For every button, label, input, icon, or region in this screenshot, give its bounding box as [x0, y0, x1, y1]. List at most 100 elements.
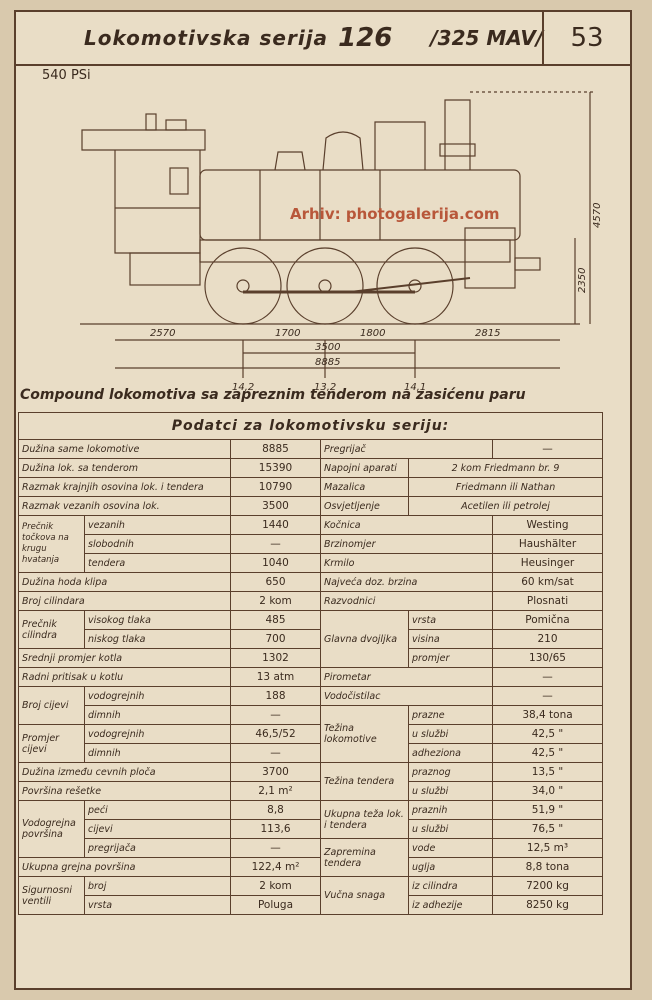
value-cyl-low: 700: [230, 629, 321, 649]
value-cyl-high: 485: [230, 610, 321, 630]
value-total-service: 76,5 ": [492, 819, 603, 839]
value-lighting: Acetilen ili petrolej: [408, 496, 603, 516]
watermark: Arhiv: photogalerija.com: [290, 205, 500, 223]
value-max-speed: 60 km/sat: [492, 572, 603, 592]
locomotive-drawing: 2570 1700 1800 2815 3500 8885 14,2 13,2 …: [80, 91, 603, 393]
label-valve-gear: Krmilo: [320, 553, 493, 573]
value-grate-area: 2,1 m²: [230, 781, 321, 801]
series-number: 126: [338, 23, 393, 53]
label-weight-adhesion: adhezionа: [408, 743, 493, 763]
label-diam-smoke: dimnih: [84, 743, 231, 763]
value-diam-smoke: —: [230, 743, 321, 763]
label-lighting: Osvjetljenje: [320, 496, 409, 516]
value-valve-gear: Heusinger: [492, 553, 603, 573]
label-axle-distance-coupled: Razmak vezanih osovina lok.: [18, 496, 231, 516]
label-max-speed: Najveća doz. brzina: [320, 572, 493, 592]
value-speedometer: Haushälter: [492, 534, 603, 554]
dim-segment-1: 2570: [150, 328, 175, 339]
value-cylinder-count: 2 kom: [230, 591, 321, 611]
label-boiler-pressure: Radni pritisak u kotlu: [18, 667, 231, 687]
value-force-adhesion: 8250 kg: [492, 895, 603, 915]
value-tender-service: 34,0 ": [492, 781, 603, 801]
table-caption: Podatci za lokomotivsku seriju:: [18, 412, 603, 440]
label-total-service: u službi: [408, 819, 493, 839]
label-total-weight: Ukupna teža lok. i tendera: [320, 800, 409, 839]
label-force-cylinder: iz cilindra: [408, 876, 493, 896]
value-dome-diameter: 130/65: [492, 648, 603, 668]
label-tender-capacity: Zapremina tendera: [320, 838, 409, 877]
value-piston-stroke: 650: [230, 572, 321, 592]
value-total-empty: 51,9 ": [492, 800, 603, 820]
label-superheater: Pregrijač: [320, 439, 493, 459]
value-valve-type: Poluga: [230, 895, 321, 915]
label-wheel-coupled: vezanih: [84, 515, 231, 535]
label-cyl-low: niskog tlaka: [84, 629, 231, 649]
label-dome-type: vrsta: [408, 610, 493, 630]
value-lubricator: Friedmann ili Nathan: [408, 477, 603, 497]
value-tube-plate-length: 3700: [230, 762, 321, 782]
label-dome-diameter: promjer: [408, 648, 493, 668]
header: Lokomotivska serija 126 /325 MAV/ 53: [16, 12, 630, 66]
label-wheel-free: slobodnih: [84, 534, 231, 554]
label-valve-type: vrsta: [84, 895, 231, 915]
value-wheel-free: —: [230, 534, 321, 554]
label-cylinder-count: Broj cilindara: [18, 591, 231, 611]
label-speedometer: Brzinomjer: [320, 534, 493, 554]
value-superheater: —: [492, 439, 603, 459]
label-main-dome: Glavna dvojljka: [320, 610, 409, 668]
value-dome-type: Pomična: [492, 610, 603, 630]
label-weight-tender: Težina tendera: [320, 762, 409, 801]
label-tubes-smoke: dimnih: [84, 705, 231, 725]
label-capacity-water: vode: [408, 838, 493, 858]
label-distributors: Razvodnici: [320, 591, 493, 611]
dim-wheelbase: 3500: [315, 342, 340, 353]
label-tender-empty: praznog: [408, 762, 493, 782]
label-feed-devices: Napojni aparati: [320, 458, 409, 478]
dim-total-length: 8885: [315, 357, 340, 368]
power-label: 540 PSi: [42, 68, 91, 83]
value-water-purifier: —: [492, 686, 603, 706]
label-total-heating: Ukupna grejna površina: [18, 857, 231, 877]
value-feed-devices: 2 kom Friedmann br. 9: [408, 458, 603, 478]
label-piston-stroke: Dužina hoda klipa: [18, 572, 231, 592]
value-distributors: Plosnati: [492, 591, 603, 611]
value-boiler-pressure: 13 atm: [230, 667, 321, 687]
label-length-with-tender: Dužina lok. sa tenderom: [18, 458, 231, 478]
value-weight-adhesion: 42,5 ": [492, 743, 603, 763]
label-weight-loco: Težina lokomotive: [320, 705, 409, 763]
value-length-with-tender: 15390: [230, 458, 321, 478]
label-tube-count: Broj cijevi: [18, 686, 85, 725]
value-valve-count: 2 kom: [230, 876, 321, 896]
label-valve-count: broj: [84, 876, 231, 896]
label-tender-service: u službi: [408, 781, 493, 801]
label-heating-surface: Vodogrejna površina: [18, 800, 85, 858]
value-brake: Westing: [492, 515, 603, 535]
axle-load-2: 13,2: [314, 382, 336, 393]
value-wheel-tender: 1040: [230, 553, 321, 573]
dim-overall-height: 4570: [592, 203, 603, 228]
dim-segment-2: 1700: [275, 328, 300, 339]
label-boiler-diameter: Srednji promjer kotla: [18, 648, 231, 668]
locomotive-outline: [80, 91, 595, 378]
label-cylinder-diameter: Prečnik cilindra: [18, 610, 85, 649]
value-wheel-coupled: 1440: [230, 515, 321, 535]
value-weight-service: 42,5 ": [492, 724, 603, 744]
value-heat-firebox: 8,8: [230, 800, 321, 820]
label-brake: Kočnica: [320, 515, 493, 535]
label-force-adhesion: iz adhezije: [408, 895, 493, 915]
subtitle: Compound lokomotiva sa zapreznim tendero…: [20, 387, 526, 403]
value-tubes-smoke: —: [230, 705, 321, 725]
value-tubes-water: 188: [230, 686, 321, 706]
label-heat-firebox: peći: [84, 800, 231, 820]
dim-segment-3: 1800: [360, 328, 385, 339]
dim-boiler-axis: 2350: [577, 268, 588, 293]
label-weight-empty: prazne: [408, 705, 493, 725]
axle-load-1: 14,2: [232, 382, 254, 393]
value-tender-empty: 13,5 ": [492, 762, 603, 782]
label-dome-height: visina: [408, 629, 493, 649]
header-title: Lokomotivska serija: [84, 26, 329, 50]
value-diam-water: 46,5/52: [230, 724, 321, 744]
value-axle-distance-coupled: 3500: [230, 496, 321, 516]
axle-load-3: 14,1: [404, 382, 426, 393]
data-table: Podatci za lokomotivsku seriju: Dužina s…: [18, 412, 603, 915]
